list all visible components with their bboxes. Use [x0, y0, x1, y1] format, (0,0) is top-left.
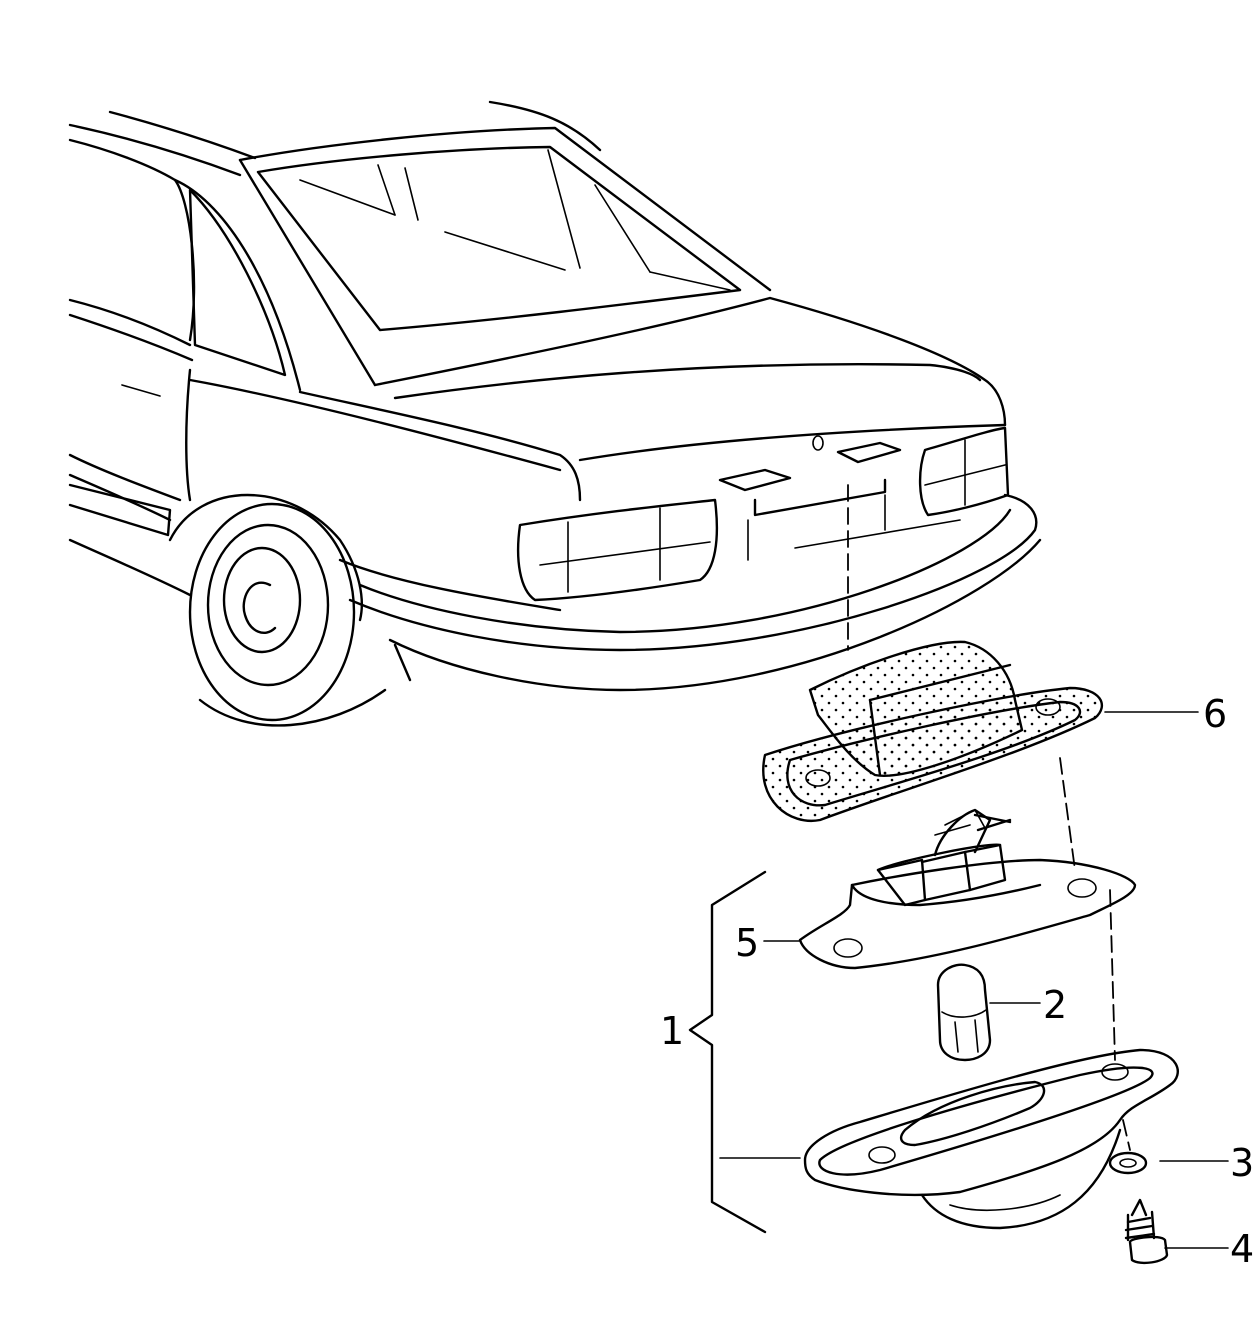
callout-label-5: 5 — [735, 921, 759, 965]
assembly-bracket — [688, 870, 767, 1234]
part-3-washer — [1108, 889, 1148, 1175]
car-rear-illustration — [68, 100, 1042, 727]
callout-label-2: 2 — [1043, 983, 1067, 1027]
part-2-bulb — [936, 963, 992, 1062]
callout-label-6: 6 — [1203, 692, 1227, 736]
part-6-lamp-seal — [762, 640, 1104, 871]
part-5-bulb-holder — [798, 808, 1137, 970]
part-4-screw — [1124, 1198, 1169, 1265]
callout-label-3: 3 — [1230, 1141, 1254, 1185]
callout-label-1: 1 — [660, 1009, 684, 1053]
callout-label-4: 4 — [1230, 1227, 1254, 1271]
part-1-lamp-housing — [803, 1048, 1179, 1230]
